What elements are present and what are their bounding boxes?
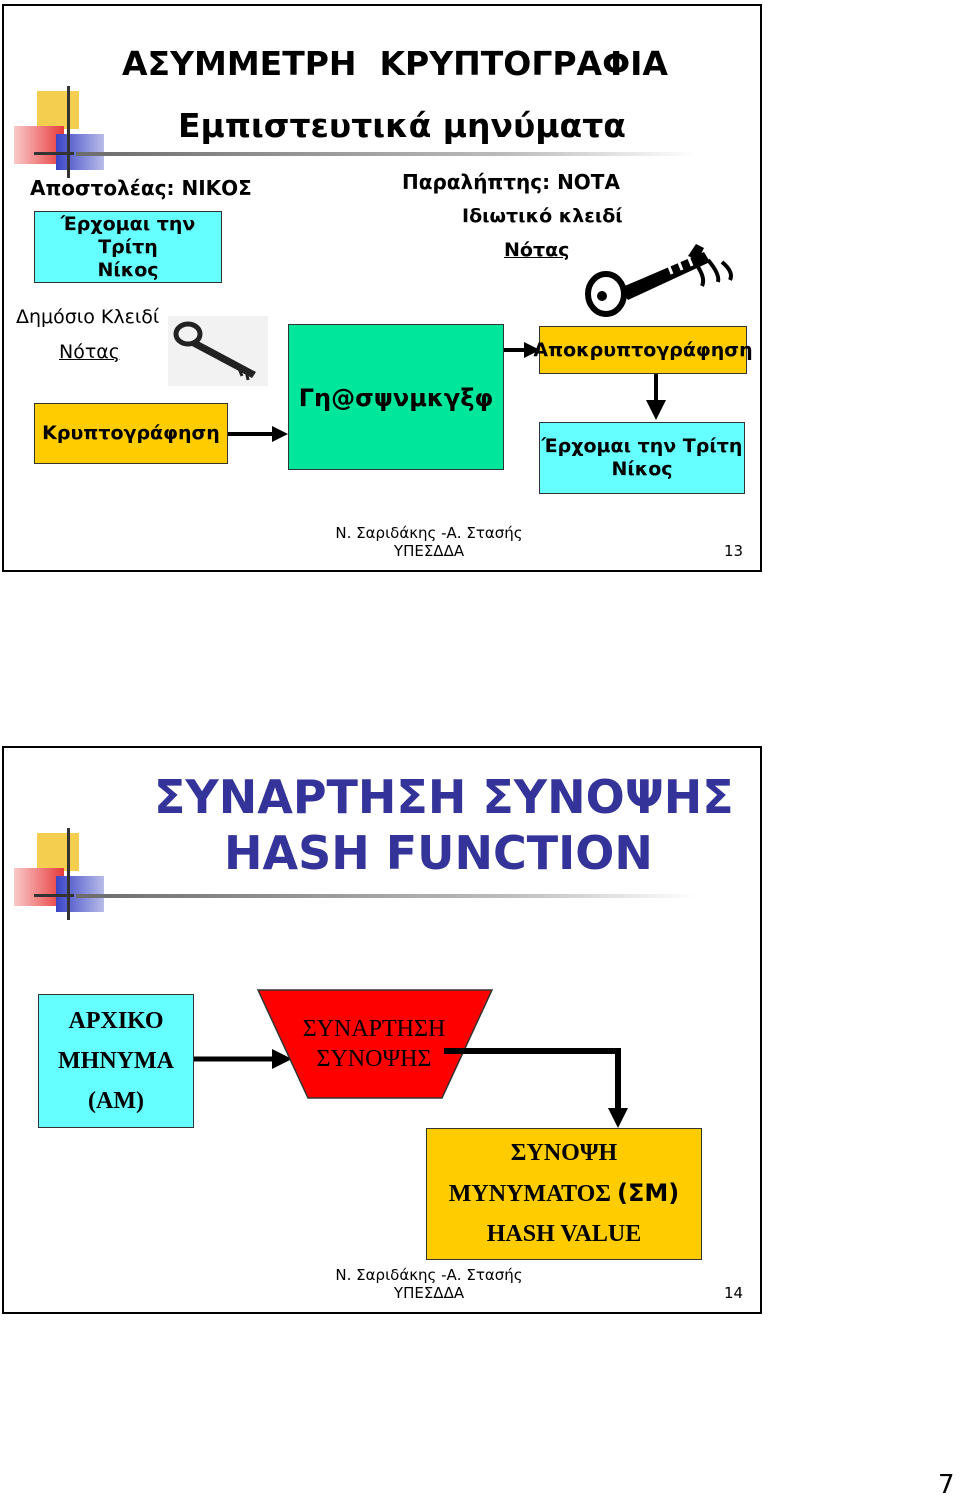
footer-org: ΥΠΕΣΔΔΑ [393, 542, 465, 560]
slide-number: 13 [724, 542, 744, 560]
footer-org: ΥΠΕΣΔΔΑ [393, 1284, 465, 1302]
private-key-icon [585, 244, 733, 317]
slide-hash-function: ΣΥΝΑΡΤΗΣΗ ΣΥΝΟΨΗΣ HASH FUNCTION ΑΡΧΙΚΟ Μ… [2, 746, 762, 1314]
private-key-owner: Νότας [504, 239, 570, 261]
encrypt-box: Κρυπτογράφηση [34, 403, 228, 464]
arrow-input-to-function [194, 1049, 292, 1069]
arrow-decrypt-to-result [646, 374, 666, 420]
slide-footer: Ν. Σαριδάκης -Α. Στασής ΥΠΕΣΔΔΑ [334, 1266, 524, 1302]
result-line-1: Έρχομαι την Τρίτη [541, 435, 743, 457]
input-line-1: ΑΡΧΙΚΟ [68, 1007, 164, 1034]
sender-label: Αποστολέας: ΝΙΚΟΣ [30, 176, 252, 200]
footer-authors: Ν. Σαριδάκης -Α. Στασής [335, 1266, 523, 1284]
message-line-2: Νίκος [97, 258, 159, 281]
slide-title-line-2: HASH FUNCTION [224, 826, 653, 880]
private-key-label: Ιδιωτικό κλειδί [462, 205, 623, 227]
original-message-box: Έρχομαι την Τρίτη Νίκος [34, 211, 222, 283]
decrypt-label: Αποκρυπτογράφηση [533, 338, 753, 361]
slide-title-line-1: ΣΥΝΑΡΤΗΣΗ ΣΥΝΟΨΗΣ [154, 770, 734, 824]
decrypted-message-box: Έρχομαι την Τρίτη Νίκος [539, 422, 745, 494]
page-number: 7 [938, 1470, 955, 1500]
decrypt-box: Αποκρυπτογράφηση [533, 326, 753, 374]
ciphertext-box: Γη@σψνμκγξφ [288, 324, 504, 470]
public-key-icon [168, 316, 268, 386]
output-line-2-abbrev: (ΣΜ) [617, 1178, 680, 1207]
input-line-3: (ΑΜ) [88, 1087, 144, 1114]
function-line-2: ΣΥΝΟΨΗΣ [316, 1046, 432, 1072]
slide-asymmetric-crypto: ΑΣΥΜΜΕΤΡΗ ΚΡΥΠΤΟΓΡΑΦΙΑ Εμπιστευτικά μηνύ… [2, 4, 762, 572]
encrypt-label: Κρυπτογράφηση [42, 422, 220, 444]
arrow-encrypt-to-cipher [228, 426, 288, 442]
ciphertext-text: Γη@σψνμκγξφ [298, 384, 494, 412]
slide-subtitle: Εμπιστευτικά μηνύματα [178, 106, 626, 145]
hash-function-trapezoid [256, 989, 494, 1099]
result-line-2: Νίκος [611, 458, 673, 480]
output-line-2: ΜΥΝΥΜΑΤΟΣ (ΣΜ) [448, 1178, 680, 1207]
public-key-owner: Νότας [59, 341, 120, 363]
output-line-3: HASH VALUE [486, 1221, 642, 1248]
message-line-1: Έρχομαι την Τρίτη [60, 212, 196, 258]
arrow-cipher-to-decrypt [504, 342, 540, 358]
footer-authors: Ν. Σαριδάκης -Α. Στασής [335, 524, 523, 542]
function-line-1: ΣΥΝΑΡΤΗΣΗ [302, 1016, 446, 1042]
slide-title: ΑΣΥΜΜΕΤΡΗ ΚΡΥΠΤΟΓΡΑΦΙΑ [122, 44, 668, 83]
public-key-label: Δημόσιο Κλειδί [16, 306, 160, 328]
hash-value-box: ΣΥΝΟΨΗ ΜΥΝΥΜΑΤΟΣ (ΣΜ) HASH VALUE [426, 1128, 702, 1260]
output-line-1: ΣΥΝΟΨΗ [510, 1139, 618, 1166]
original-message-box: ΑΡΧΙΚΟ ΜΗΝΥΜΑ (ΑΜ) [38, 994, 194, 1128]
slide-number: 14 [724, 1284, 744, 1302]
slide-footer: Ν. Σαριδάκης -Α. Στασής ΥΠΕΣΔΔΑ [334, 524, 524, 560]
title-rule [76, 152, 696, 156]
arrow-function-to-output [444, 1048, 628, 1128]
receiver-label: Παραλήπτης: ΝΟΤΑ [402, 170, 620, 194]
input-line-2: ΜΗΝΥΜΑ [58, 1047, 174, 1074]
output-line-2-text: ΜΥΝΥΜΑΤΟΣ [448, 1180, 617, 1207]
title-rule [76, 894, 696, 898]
function-label: ΣΥΝΑΡΤΗΣΗ ΣΥΝΟΨΗΣ [256, 1014, 492, 1074]
